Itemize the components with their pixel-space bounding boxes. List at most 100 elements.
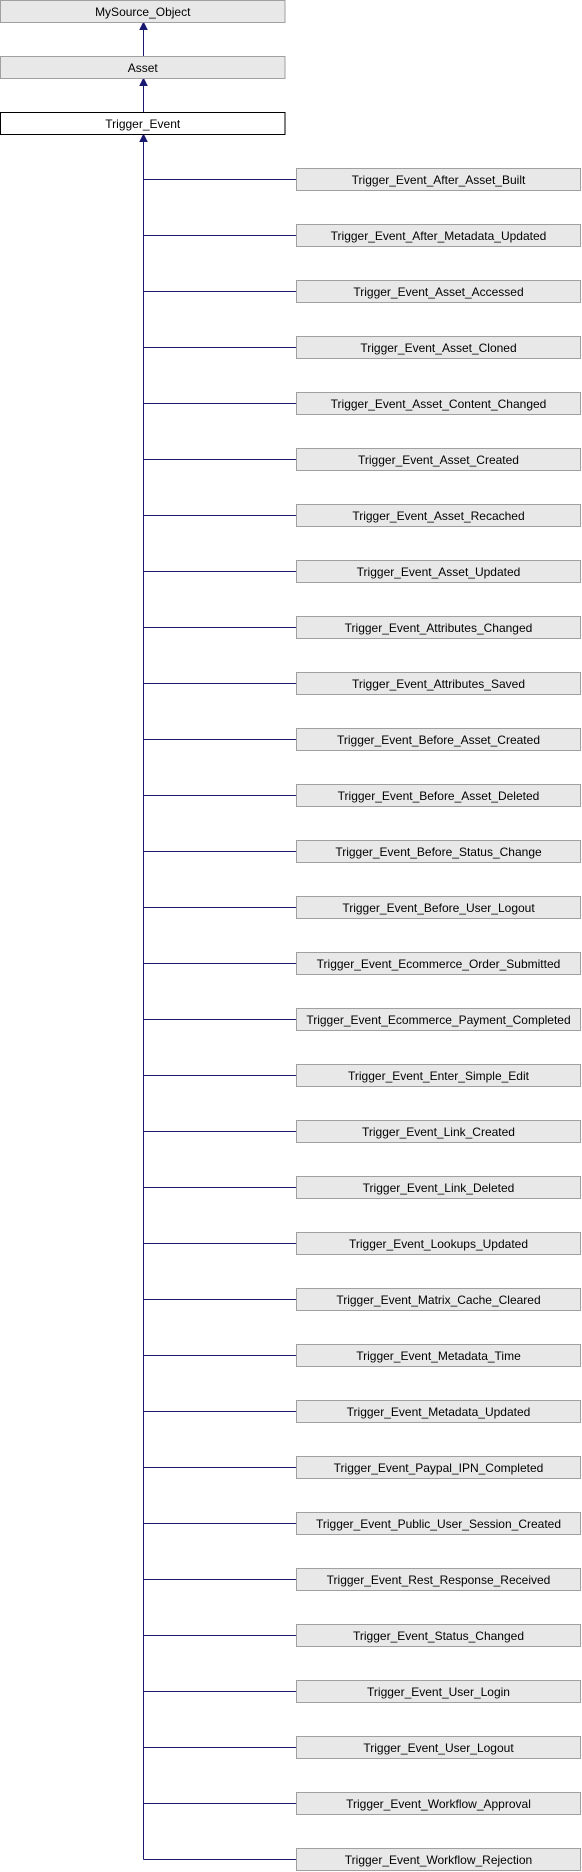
class-node-trigger-event-asset-cloned-label: Trigger_Event_Asset_Cloned	[360, 341, 516, 355]
class-node-trigger-event-rest-response-received-box	[296, 1568, 581, 1591]
class-node-trigger-event-link-deleted-label: Trigger_Event_Link_Deleted	[363, 1181, 515, 1195]
class-node-trigger-event-user-logout-label: Trigger_Event_User_Logout	[363, 1741, 514, 1755]
class-node-trigger-event-before-asset-created[interactable]: Trigger_Event_Before_Asset_Created	[296, 728, 581, 751]
class-node-trigger-event-enter-simple-edit[interactable]: Trigger_Event_Enter_Simple_Edit	[296, 1064, 581, 1087]
class-node-trigger-event-attributes-saved-label: Trigger_Event_Attributes_Saved	[352, 677, 525, 691]
class-node-trigger-event-user-logout-box	[296, 1736, 581, 1759]
class-node-trigger-event-metadata-time-label: Trigger_Event_Metadata_Time	[356, 1349, 521, 1363]
class-node-trigger-event-before-user-logout-box	[296, 896, 581, 919]
class-node-trigger-event-before-asset-deleted[interactable]: Trigger_Event_Before_Asset_Deleted	[296, 784, 581, 807]
class-node-trigger-event-focus-box	[0, 112, 286, 135]
class-node-trigger-event-workflow-rejection[interactable]: Trigger_Event_Workflow_Rejection	[296, 1848, 581, 1871]
class-node-trigger-event-after-asset-built-label: Trigger_Event_After_Asset_Built	[352, 173, 526, 187]
class-node-trigger-event-lookups-updated[interactable]: Trigger_Event_Lookups_Updated	[296, 1232, 581, 1255]
class-node-trigger-event-asset-content-changed-box	[296, 392, 581, 415]
class-node-trigger-event-asset-created-box	[296, 448, 581, 471]
class-node-trigger-event-before-status-change-box	[296, 840, 581, 863]
class-node-trigger-event-user-login[interactable]: Trigger_Event_User_Login	[296, 1680, 581, 1703]
class-node-trigger-event-public-user-session-created[interactable]: Trigger_Event_Public_User_Session_Create…	[296, 1512, 581, 1535]
class-node-trigger-event-before-status-change-label: Trigger_Event_Before_Status_Change	[335, 845, 542, 859]
class-node-trigger-event-public-user-session-created-box	[296, 1512, 581, 1535]
class-node-trigger-event-ecommerce-order-submitted[interactable]: Trigger_Event_Ecommerce_Order_Submitted	[296, 952, 581, 975]
class-node-trigger-event-lookups-updated-label: Trigger_Event_Lookups_Updated	[349, 1237, 528, 1251]
class-node-trigger-event-asset-created-label: Trigger_Event_Asset_Created	[358, 453, 519, 467]
class-node-trigger-event-metadata-updated-box	[296, 1400, 581, 1423]
class-node-trigger-event-attributes-saved[interactable]: Trigger_Event_Attributes_Saved	[296, 672, 581, 695]
class-node-trigger-event-link-created[interactable]: Trigger_Event_Link_Created	[296, 1120, 581, 1143]
inherit-arrow-1	[139, 21, 148, 30]
class-node-trigger-event-status-changed[interactable]: Trigger_Event_Status_Changed	[296, 1624, 581, 1647]
class-node-asset-label: Asset	[128, 61, 159, 75]
class-node-trigger-event-before-asset-created-box	[296, 728, 581, 751]
class-node-trigger-event-matrix-cache-cleared[interactable]: Trigger_Event_Matrix_Cache_Cleared	[296, 1288, 581, 1311]
class-node-trigger-event-workflow-rejection-label: Trigger_Event_Workflow_Rejection	[345, 1853, 532, 1867]
class-node-trigger-event-rest-response-received-label: Trigger_Event_Rest_Response_Received	[327, 1573, 551, 1587]
class-node-mysource-object-box	[0, 0, 286, 23]
class-node-trigger-event-asset-created[interactable]: Trigger_Event_Asset_Created	[296, 448, 581, 471]
class-node-trigger-event-after-asset-built-box	[296, 168, 581, 191]
class-node-trigger-event-asset-recached-label: Trigger_Event_Asset_Recached	[352, 509, 524, 523]
class-node-trigger-event-workflow-approval-box	[296, 1792, 581, 1815]
class-node-trigger-event-focus: Trigger_Event	[0, 112, 286, 135]
class-node-trigger-event-asset-accessed-label: Trigger_Event_Asset_Accessed	[353, 285, 523, 299]
class-node-trigger-event-workflow-approval[interactable]: Trigger_Event_Workflow_Approval	[296, 1792, 581, 1815]
class-node-trigger-event-status-changed-box	[296, 1624, 581, 1647]
class-node-trigger-event-ecommerce-payment-completed-label: Trigger_Event_Ecommerce_Payment_Complete…	[306, 1013, 570, 1027]
class-node-trigger-event-paypal-ipn-completed-label: Trigger_Event_Paypal_IPN_Completed	[334, 1461, 544, 1475]
class-node-trigger-event-workflow-rejection-box	[296, 1848, 581, 1871]
class-node-trigger-event-after-metadata-updated[interactable]: Trigger_Event_After_Metadata_Updated	[296, 224, 581, 247]
class-node-trigger-event-focus-label: Trigger_Event	[105, 117, 181, 131]
class-node-trigger-event-attributes-saved-box	[296, 672, 581, 695]
class-node-trigger-event-attributes-changed[interactable]: Trigger_Event_Attributes_Changed	[296, 616, 581, 639]
class-node-trigger-event-before-status-change[interactable]: Trigger_Event_Before_Status_Change	[296, 840, 581, 863]
class-node-trigger-event-asset-recached-box	[296, 504, 581, 527]
class-node-trigger-event-asset-accessed[interactable]: Trigger_Event_Asset_Accessed	[296, 280, 581, 303]
class-node-trigger-event-asset-updated-label: Trigger_Event_Asset_Updated	[357, 565, 521, 579]
class-node-trigger-event-ecommerce-order-submitted-box	[296, 952, 581, 975]
class-node-trigger-event-user-login-label: Trigger_Event_User_Login	[367, 1685, 510, 1699]
class-node-trigger-event-link-deleted-box	[296, 1176, 581, 1199]
class-node-mysource-object-label: MySource_Object	[95, 5, 191, 19]
class-node-trigger-event-enter-simple-edit-box	[296, 1064, 581, 1087]
class-node-trigger-event-ecommerce-payment-completed-box	[296, 1008, 581, 1031]
class-node-trigger-event-after-metadata-updated-label: Trigger_Event_After_Metadata_Updated	[331, 229, 547, 243]
class-node-trigger-event-link-created-label: Trigger_Event_Link_Created	[362, 1125, 515, 1139]
class-node-trigger-event-rest-response-received[interactable]: Trigger_Event_Rest_Response_Received	[296, 1568, 581, 1591]
class-node-trigger-event-ecommerce-payment-completed[interactable]: Trigger_Event_Ecommerce_Payment_Complete…	[296, 1008, 581, 1031]
class-node-trigger-event-metadata-updated-label: Trigger_Event_Metadata_Updated	[347, 1405, 531, 1419]
class-node-trigger-event-link-created-box	[296, 1120, 581, 1143]
class-node-asset-box	[0, 56, 286, 79]
class-node-trigger-event-metadata-time[interactable]: Trigger_Event_Metadata_Time	[296, 1344, 581, 1367]
class-node-trigger-event-asset-content-changed[interactable]: Trigger_Event_Asset_Content_Changed	[296, 392, 581, 415]
class-node-trigger-event-before-asset-deleted-label: Trigger_Event_Before_Asset_Deleted	[338, 789, 540, 803]
class-node-trigger-event-before-asset-deleted-box	[296, 784, 581, 807]
inherit-arrow-2	[139, 77, 148, 86]
class-node-trigger-event-attributes-changed-label: Trigger_Event_Attributes_Changed	[345, 621, 533, 635]
class-node-trigger-event-asset-updated-box	[296, 560, 581, 583]
class-node-asset[interactable]: Asset	[0, 56, 286, 79]
class-node-trigger-event-asset-accessed-box	[296, 280, 581, 303]
class-node-trigger-event-matrix-cache-cleared-box	[296, 1288, 581, 1311]
class-node-trigger-event-asset-cloned[interactable]: Trigger_Event_Asset_Cloned	[296, 336, 581, 359]
class-node-trigger-event-after-asset-built[interactable]: Trigger_Event_After_Asset_Built	[296, 168, 581, 191]
class-node-trigger-event-before-user-logout-label: Trigger_Event_Before_User_Logout	[342, 901, 535, 915]
class-node-trigger-event-user-logout[interactable]: Trigger_Event_User_Logout	[296, 1736, 581, 1759]
class-node-trigger-event-attributes-changed-box	[296, 616, 581, 639]
class-node-trigger-event-before-user-logout[interactable]: Trigger_Event_Before_User_Logout	[296, 896, 581, 919]
class-node-trigger-event-asset-recached[interactable]: Trigger_Event_Asset_Recached	[296, 504, 581, 527]
class-node-trigger-event-asset-updated[interactable]: Trigger_Event_Asset_Updated	[296, 560, 581, 583]
class-node-trigger-event-after-metadata-updated-box	[296, 224, 581, 247]
class-node-trigger-event-paypal-ipn-completed[interactable]: Trigger_Event_Paypal_IPN_Completed	[296, 1456, 581, 1479]
class-node-trigger-event-link-deleted[interactable]: Trigger_Event_Link_Deleted	[296, 1176, 581, 1199]
class-node-trigger-event-asset-content-changed-label: Trigger_Event_Asset_Content_Changed	[331, 397, 547, 411]
class-node-mysource-object[interactable]: MySource_Object	[0, 0, 286, 23]
class-node-trigger-event-public-user-session-created-label: Trigger_Event_Public_User_Session_Create…	[316, 1517, 561, 1531]
class-node-trigger-event-user-login-box	[296, 1680, 581, 1703]
class-node-trigger-event-metadata-time-box	[296, 1344, 581, 1367]
class-node-trigger-event-asset-cloned-box	[296, 336, 581, 359]
edges-layer	[139, 21, 297, 1860]
child-trunk-arrow	[139, 133, 148, 142]
class-node-trigger-event-metadata-updated[interactable]: Trigger_Event_Metadata_Updated	[296, 1400, 581, 1423]
